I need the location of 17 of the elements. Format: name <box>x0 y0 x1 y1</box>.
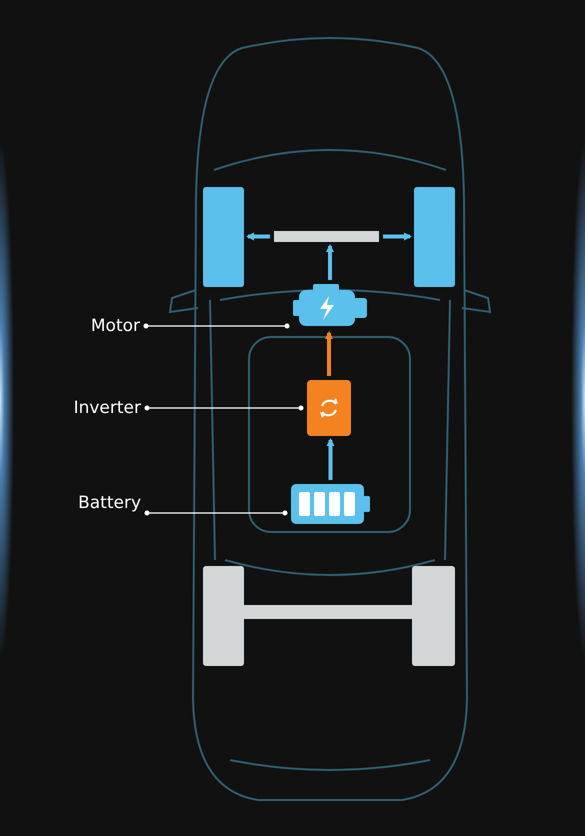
leader-line <box>144 510 288 516</box>
arrow <box>326 244 334 280</box>
leader-line <box>144 324 290 328</box>
part-label: Motor <box>60 316 140 336</box>
part-label: Battery <box>45 493 141 513</box>
motor-icon <box>293 284 367 329</box>
axle-bar <box>274 231 379 242</box>
inverter-icon <box>307 380 351 436</box>
arrow <box>246 232 270 240</box>
leader-line <box>144 406 304 410</box>
wheel <box>414 187 455 287</box>
arrow <box>383 232 412 240</box>
arrow <box>326 438 334 480</box>
arrow <box>325 331 333 376</box>
wheel <box>203 187 244 287</box>
battery-icon <box>291 484 370 524</box>
part-label: Inverter <box>40 398 141 418</box>
